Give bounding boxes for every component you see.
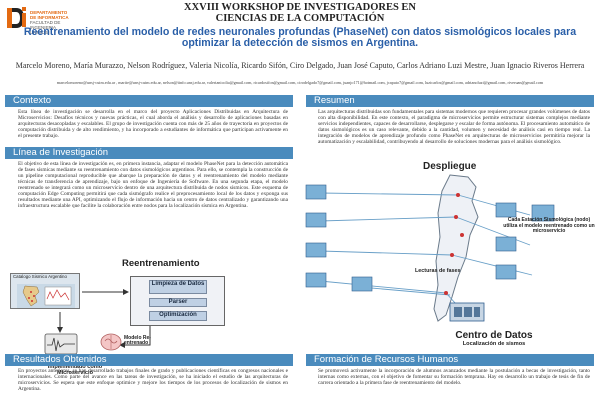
resumen-text: Las arquitecturas distribuidas son funda…	[318, 109, 590, 146]
department-logo: DEPARTAMENTO DE INFORMATICA FACULTAD DE …	[6, 6, 76, 36]
author-emails: marcelomoreno@unsj-cuim.edu.ar , marite@…	[56, 80, 544, 85]
argentina-network-map	[305, 174, 555, 322]
poster-title: Reentrenamiento del modelo de redes neur…	[23, 26, 577, 50]
contexto-text: Esta línea de investigación se desarroll…	[18, 109, 288, 140]
step-optimizacion: Optimización	[149, 311, 207, 321]
section-header-contexto: Contexto	[5, 95, 293, 107]
logo-line: FACULTAD DE INGENIERIA	[30, 20, 61, 30]
workshop-line-2: CIENCIAS DE LA COMPUTACIÓN	[215, 13, 385, 24]
process-box: Limpieza de Datos Parser Optimización	[130, 276, 225, 326]
deployment-title: Despliegue	[423, 161, 477, 172]
data-center-label: Centro de Datos	[455, 330, 533, 341]
catalog-map: Catalogo Sismico Argentino	[10, 273, 80, 309]
diagram-title: Reentrenamiento	[122, 258, 200, 269]
workshop-line-1: XXVIII WORKSHOP DE INVESTIGADORES EN	[183, 2, 417, 13]
map-icon	[17, 284, 75, 308]
brain-icon	[100, 333, 122, 351]
logo-line: DE INFORMATICA	[30, 15, 69, 20]
step-parser: Parser	[149, 298, 207, 307]
workshop-heading: XXVIII WORKSHOP DE INVESTIGADORES EN CIE…	[150, 2, 450, 24]
formacion-text: Se promoverá activamente la incorporació…	[318, 368, 590, 387]
logo-line: UNPSJB	[30, 30, 48, 35]
model-label: Modelo Re-entrenado	[124, 335, 151, 347]
catalog-label: Catalogo Sismico Argentino	[13, 274, 67, 279]
logo-icon	[7, 7, 26, 28]
data-center-sublabel: Localización de sismos	[462, 341, 526, 347]
resultados-text: En proyectos anteriores, se han desarrol…	[18, 368, 288, 393]
logo-line: DEPARTAMENTO	[30, 10, 68, 15]
section-header-linea: Línea de Investigación	[5, 147, 293, 159]
station-note: Cada Estación Sismológica (nodo) utiliza…	[503, 217, 595, 235]
section-header-resultados: Resultados Obtenidos	[5, 354, 293, 366]
logo-text: DEPARTAMENTO DE INFORMATICA FACULTAD DE …	[30, 10, 76, 35]
authors: Marcelo Moreno, María Murazzo, Nelson Ro…	[15, 61, 585, 70]
section-header-formacion: Formación de Recursos Humanos	[306, 354, 594, 366]
flow-arrows	[57, 289, 151, 348]
linea-text: El objetivo de esta línea de investigaci…	[18, 161, 288, 210]
section-header-resumen: Resumen	[306, 95, 594, 107]
step-limpieza: Limpieza de Datos	[149, 280, 207, 294]
seismograph-icon	[44, 333, 78, 355]
phase-readings-label: Lecturas de fases	[415, 268, 461, 274]
